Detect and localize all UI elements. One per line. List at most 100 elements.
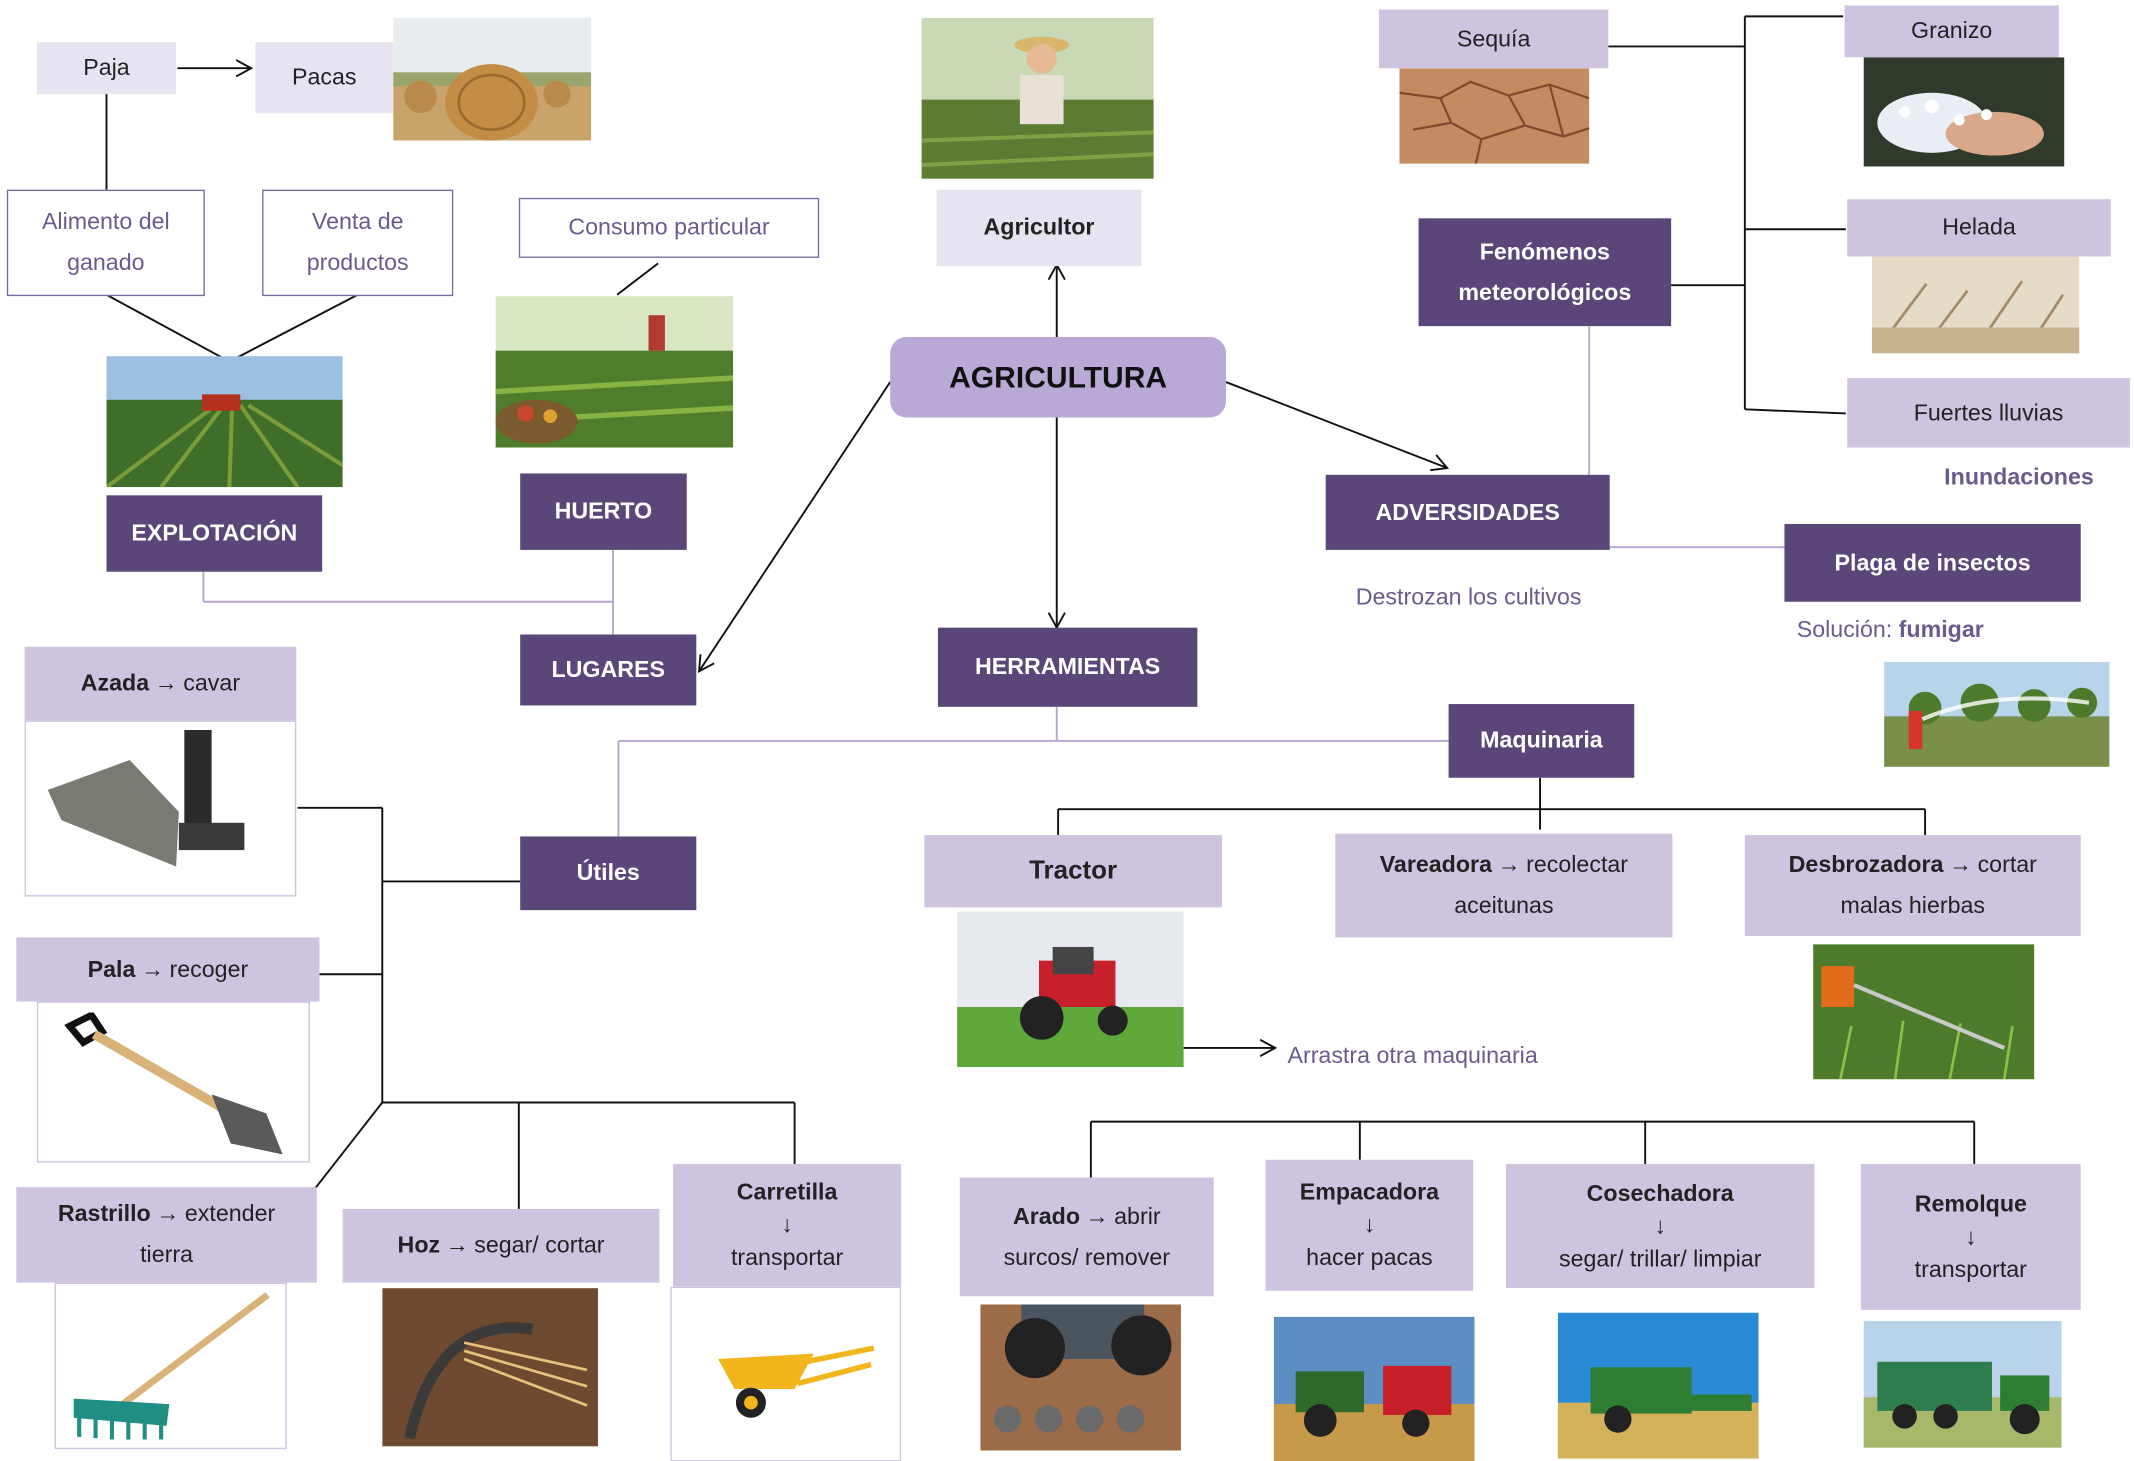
rastrillo-box: Rastrillo→extender tierra bbox=[16, 1187, 317, 1283]
desbrozadora-use: cortar bbox=[1977, 851, 2037, 878]
agricultor-box: Agricultor bbox=[936, 189, 1142, 267]
right-arrow-icon: → bbox=[1948, 851, 1973, 878]
sequia-box: Sequía bbox=[1378, 9, 1609, 69]
pacas-box: Pacas bbox=[255, 42, 394, 114]
explotacion-label: EXPLOTACIÓN bbox=[131, 519, 298, 546]
vareadora-use: recolectar bbox=[1526, 851, 1629, 878]
pala-label: Pala bbox=[87, 955, 136, 982]
huerto-box: HUERTO bbox=[520, 473, 687, 550]
rake-icon bbox=[73, 1292, 270, 1440]
destrozan-note: Destrozan los cultivos bbox=[1355, 584, 1582, 610]
azada-box: Azada → cavar bbox=[24, 646, 297, 721]
plough-photo bbox=[980, 1304, 1181, 1451]
venta-label: Venta de productos bbox=[306, 208, 409, 276]
consumo-label: Consumo particular bbox=[568, 214, 770, 241]
agricultura-label: AGRICULTURA bbox=[949, 359, 1168, 394]
lluvias-label: Fuertes lluvias bbox=[1913, 399, 2064, 426]
granizo-box: Granizo bbox=[1844, 5, 2059, 58]
desbrozadora-use2: malas hierbas bbox=[1840, 892, 1986, 919]
empacadora-label: Empacadora bbox=[1299, 1178, 1440, 1205]
explotacion-box: EXPLOTACIÓN bbox=[106, 495, 323, 572]
fumigar-label: fumigar bbox=[1898, 616, 1984, 643]
garden-photo bbox=[495, 296, 734, 448]
wheelbarrow-icon bbox=[718, 1345, 875, 1418]
remolque-box: Remolque ↓ transportar bbox=[1860, 1163, 2081, 1310]
helada-box: Helada bbox=[1847, 199, 2111, 257]
hoe-icon bbox=[47, 730, 245, 867]
rastrillo-use: extender bbox=[184, 1200, 276, 1227]
tractor-photo bbox=[957, 911, 1184, 1068]
desbrozadora-label: Desbrozadora bbox=[1788, 851, 1944, 878]
paja-label: Paja bbox=[83, 54, 130, 81]
baler-photo bbox=[1273, 1316, 1475, 1461]
herramientas-box: HERRAMIENTAS bbox=[937, 627, 1198, 707]
rastrillo-use2: tierra bbox=[140, 1241, 193, 1268]
arado-box: Arado→abrir surcos/ remover bbox=[959, 1177, 1214, 1297]
plaga-box: Plaga de insectos bbox=[1784, 523, 2081, 602]
azada-use: cavar bbox=[183, 669, 241, 696]
plaga-label: Plaga de insectos bbox=[1834, 549, 2031, 576]
remolque-use: transportar bbox=[1914, 1256, 2027, 1282]
remolque-label: Remolque bbox=[1914, 1190, 2027, 1217]
lugares-box: LUGARES bbox=[520, 634, 697, 706]
pala-use: recoger bbox=[169, 955, 249, 982]
consumo-box: Consumo particular bbox=[518, 197, 820, 258]
alimento-box: Alimento del ganado bbox=[6, 189, 205, 297]
hoz-box: Hoz → segar/ cortar bbox=[342, 1208, 660, 1283]
solucion-note: Solución: fumigar bbox=[1797, 617, 1984, 644]
brushcutter-photo bbox=[1813, 944, 2035, 1080]
trailer-photo bbox=[1863, 1320, 2062, 1448]
pala-box: Pala → recoger bbox=[16, 937, 320, 1002]
hail-photo bbox=[1863, 57, 2065, 167]
azada-label: Azada bbox=[80, 669, 150, 696]
fumigation-photo bbox=[1884, 661, 2110, 767]
shovel-icon bbox=[64, 1012, 283, 1155]
fenomenos-label: Fenómenos meteorológicos bbox=[1458, 238, 1632, 305]
hay-bales-photo bbox=[393, 17, 592, 141]
sickle-photo bbox=[382, 1288, 599, 1447]
hoz-use: segar/ cortar bbox=[474, 1232, 605, 1259]
huerto-label: HUERTO bbox=[554, 498, 653, 524]
cosechadora-box: Cosechadora ↓ segar/ trillar/ limpiar bbox=[1505, 1163, 1815, 1289]
venta-box: Venta de productos bbox=[262, 189, 454, 297]
right-arrow-icon: → bbox=[156, 1200, 180, 1227]
sequia-label: Sequía bbox=[1456, 25, 1531, 52]
right-arrow-icon: → bbox=[140, 955, 165, 982]
agricultura-box: AGRICULTURA bbox=[890, 337, 1227, 418]
adversidades-box: ADVERSIDADES bbox=[1325, 474, 1610, 550]
lluvias-box: Fuertes lluvias bbox=[1847, 377, 2130, 448]
solucion-label: Solución: bbox=[1796, 616, 1893, 643]
tractor-field-photo bbox=[106, 356, 343, 488]
empacadora-use: hacer pacas bbox=[1306, 1244, 1433, 1271]
arado-use: abrir bbox=[1114, 1202, 1161, 1229]
desbrozadora-box: Desbrozadora→cortar malas hierbas bbox=[1744, 835, 2081, 937]
empacadora-box: Empacadora ↓ hacer pacas bbox=[1265, 1159, 1474, 1291]
right-arrow-icon: → bbox=[1085, 1202, 1109, 1229]
cosechadora-label: Cosechadora bbox=[1586, 1179, 1734, 1206]
down-arrow-icon: ↓ bbox=[1363, 1211, 1376, 1238]
granizo-label: Granizo bbox=[1911, 17, 1993, 44]
carretilla-use: transportar bbox=[730, 1244, 844, 1271]
helada-label: Helada bbox=[1942, 214, 2016, 241]
carretilla-label: Carretilla bbox=[736, 1178, 838, 1205]
fenomenos-box: Fenómenos meteorológicos bbox=[1418, 218, 1672, 327]
vareadora-use2: aceitunas bbox=[1454, 892, 1554, 919]
herramientas-label: HERRAMIENTAS bbox=[975, 653, 1161, 680]
down-arrow-icon: ↓ bbox=[1654, 1212, 1667, 1239]
arado-label: Arado bbox=[1012, 1202, 1081, 1229]
drought-photo bbox=[1399, 68, 1590, 164]
farmer-photo bbox=[921, 17, 1154, 179]
utiles-label: Útiles bbox=[576, 859, 640, 886]
paja-box: Paja bbox=[36, 42, 177, 95]
maquinaria-label: Maquinaria bbox=[1480, 727, 1603, 754]
arado-use2: surcos/ remover bbox=[1003, 1243, 1170, 1270]
arrastra-note: Arrastra otra maquinaria bbox=[1287, 1042, 1538, 1069]
down-arrow-icon: ↓ bbox=[1965, 1223, 1977, 1250]
down-arrow-icon: ↓ bbox=[781, 1211, 793, 1238]
vareadora-box: Vareadora→recolectar aceitunas bbox=[1335, 833, 1673, 938]
right-arrow-icon: → bbox=[445, 1232, 469, 1259]
frost-photo bbox=[1871, 256, 2080, 354]
harvester-photo bbox=[1557, 1312, 1759, 1459]
maquinaria-box: Maquinaria bbox=[1448, 704, 1635, 778]
